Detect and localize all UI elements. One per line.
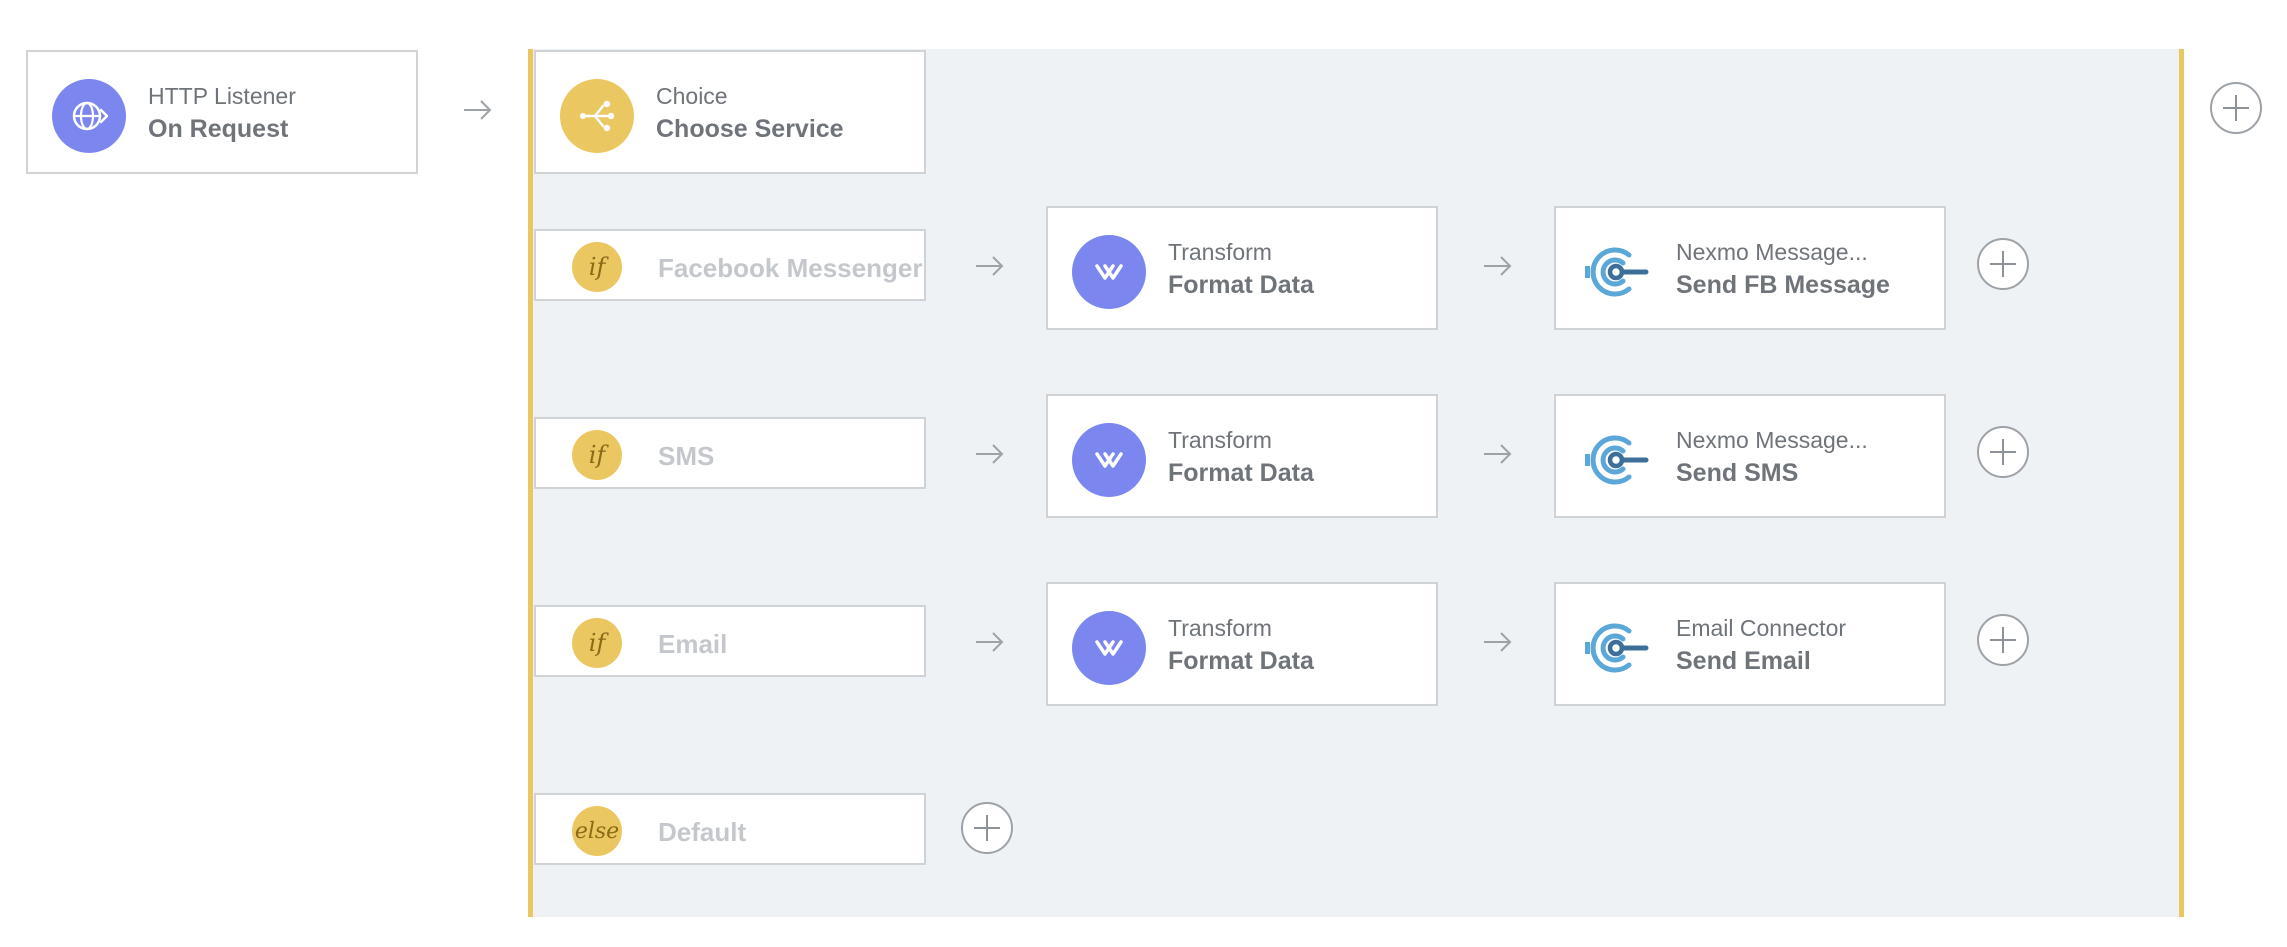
http-listener-card[interactable]: HTTP Listener On Request	[26, 50, 418, 174]
step-name-label: Send FB Message	[1676, 271, 1890, 299]
route-condition-default[interactable]: else Default	[534, 793, 926, 865]
add-step-button[interactable]	[2210, 82, 2262, 134]
email-connector-card[interactable]: Email Connector Send Email	[1554, 582, 1946, 706]
choice-name-label: Choose Service	[656, 115, 844, 143]
step-type-label: Transform	[1168, 615, 1272, 641]
route-condition-email[interactable]: if Email	[534, 605, 926, 677]
arrow-icon	[974, 630, 1006, 654]
step-type-label: Transform	[1168, 427, 1272, 453]
globe-icon	[52, 79, 126, 153]
transform-icon	[1072, 611, 1146, 685]
add-step-button[interactable]	[1977, 238, 2029, 290]
arrow-icon	[974, 254, 1006, 278]
step-name-label: Format Data	[1168, 647, 1314, 675]
transform-icon	[1072, 235, 1146, 309]
step-type-label: Nexmo Message...	[1676, 239, 1868, 265]
trigger-type-label: HTTP Listener	[148, 83, 296, 109]
step-name-label: Send SMS	[1676, 459, 1799, 487]
add-step-button[interactable]	[961, 802, 1013, 854]
connector-icon	[1580, 235, 1654, 309]
if-badge: if	[572, 430, 622, 480]
nexmo-message-card[interactable]: Nexmo Message... Send SMS	[1554, 394, 1946, 518]
transform-card[interactable]: Transform Format Data	[1046, 206, 1438, 330]
connector-icon	[1580, 423, 1654, 497]
step-type-label: Transform	[1168, 239, 1272, 265]
connector-icon	[1580, 611, 1654, 685]
add-step-button[interactable]	[1977, 614, 2029, 666]
choice-type-label: Choice	[656, 83, 728, 109]
branch-icon	[560, 79, 634, 153]
arrow-icon	[462, 98, 494, 122]
step-name-label: Send Email	[1676, 647, 1811, 675]
trigger-name-label: On Request	[148, 115, 289, 143]
step-name-label: Format Data	[1168, 459, 1314, 487]
if-badge: if	[572, 618, 622, 668]
nexmo-message-card[interactable]: Nexmo Message... Send FB Message	[1554, 206, 1946, 330]
add-step-button[interactable]	[1977, 426, 2029, 478]
route-condition-sms[interactable]: if SMS	[534, 417, 926, 489]
route-condition-label: Email	[658, 629, 728, 659]
route-condition-facebook[interactable]: if Facebook Messenger	[534, 229, 926, 301]
transform-card[interactable]: Transform Format Data	[1046, 394, 1438, 518]
route-condition-label: SMS	[658, 441, 715, 471]
route-condition-label: Facebook Messenger	[658, 253, 923, 283]
transform-card[interactable]: Transform Format Data	[1046, 582, 1438, 706]
arrow-icon	[1482, 442, 1514, 466]
choice-card[interactable]: Choice Choose Service	[534, 50, 926, 174]
step-type-label: Nexmo Message...	[1676, 427, 1868, 453]
step-type-label: Email Connector	[1676, 615, 1847, 641]
arrow-icon	[1482, 630, 1514, 654]
arrow-icon	[1482, 254, 1514, 278]
arrow-icon	[974, 442, 1006, 466]
transform-icon	[1072, 423, 1146, 497]
step-name-label: Format Data	[1168, 271, 1314, 299]
route-condition-label: Default	[658, 817, 747, 847]
else-badge: else	[572, 806, 622, 856]
if-badge: if	[572, 242, 622, 292]
